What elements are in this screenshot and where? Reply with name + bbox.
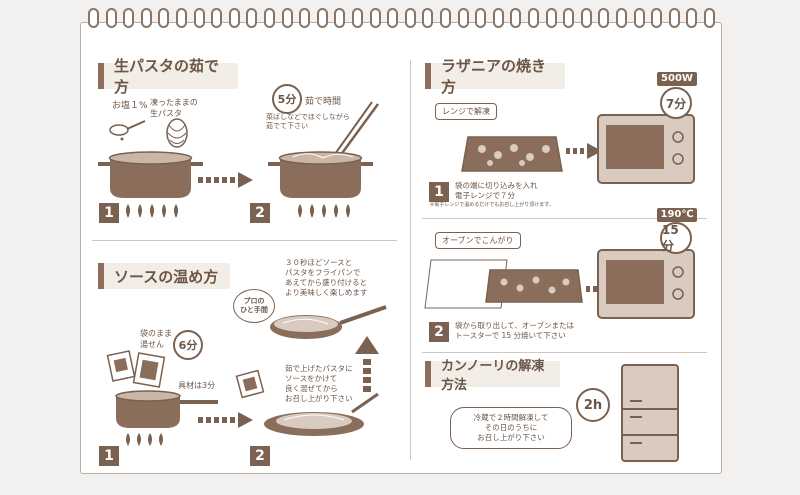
- binding-ring: [475, 8, 487, 28]
- sauce-packet-icon: [235, 369, 265, 399]
- binding-ring: [211, 8, 223, 28]
- microwave-tag: レンジで解凍: [435, 103, 497, 120]
- lasagna-tray-illustration: [461, 136, 563, 172]
- binding-ring: [528, 8, 539, 28]
- microwave-watt-badge: 500W: [657, 72, 697, 86]
- binding-ring: [140, 8, 152, 28]
- frozen-pasta-label: 凍ったままの 生パスタ: [150, 98, 198, 118]
- binding-ring: [369, 8, 381, 28]
- frying-pan-illustration: [270, 305, 387, 339]
- flame-icon: [126, 204, 178, 218]
- pasta-instruction: 菜ばしなどでほぐしながら 茹でて下さい: [266, 113, 350, 131]
- binding-ring: [704, 8, 715, 28]
- arrow-icon: [566, 143, 602, 159]
- binding-ring: [158, 8, 170, 28]
- sauce-step-1: 1: [99, 446, 119, 466]
- arrow-icon: [198, 172, 253, 188]
- lasagna-section-title: ラザニアの焼き方: [425, 57, 565, 96]
- pot-illustration: [98, 151, 203, 198]
- sauce-section-title: ソースの温め方: [98, 263, 230, 289]
- binding-ring: [193, 8, 205, 28]
- binding-ring: [316, 8, 328, 28]
- pro-tip-bubble: プロの ひと手間: [233, 289, 275, 323]
- binding-ring: [105, 8, 117, 28]
- sauce-pan-instruction: ３０秒ほどソースと パスタをフライパンで あえてから盛り付けると より美味しく楽…: [285, 258, 368, 298]
- oven-illustration: [597, 249, 695, 319]
- binding-ring: [457, 8, 469, 28]
- boiling-pot-illustration: [268, 151, 373, 198]
- cannoli-instruction: 冷蔵で２時間解凍して その日のうちに お召し上がり下さい: [473, 412, 549, 443]
- bag-bath-label: 袋のまま 湯せん: [140, 329, 172, 350]
- binding-ring: [598, 8, 610, 28]
- pasta-timer-clock: 5分: [272, 84, 302, 114]
- binding-ring: [123, 8, 135, 28]
- oven-timer-clock: 15分: [660, 222, 692, 254]
- chopsticks-icon: [334, 101, 380, 157]
- binding-ring: [580, 8, 592, 28]
- pro-tip-label: プロの ひと手間: [240, 296, 268, 314]
- binding-ring: [352, 8, 363, 28]
- sauce-step-2: 2: [250, 446, 270, 466]
- arrow-icon: [198, 412, 253, 428]
- lasagna-step-1: 1: [429, 182, 449, 202]
- binding-ring: [422, 8, 434, 28]
- lasagna-step-2: 2: [429, 322, 449, 342]
- saucepan-illustration: [115, 390, 218, 428]
- plated-pasta-illustration: [264, 392, 379, 436]
- lasagna-baking-illustration: [485, 269, 583, 303]
- pasta-step-1: 1: [99, 203, 119, 223]
- binding-ring: [264, 8, 275, 28]
- binding-ring: [686, 8, 698, 28]
- lasagna-note: ※電子レンジで温めるだけでもお召し上がり頂けます。: [430, 202, 554, 208]
- binding-ring: [387, 8, 399, 28]
- up-arrow-icon: [355, 336, 379, 392]
- binding-ring: [633, 8, 645, 28]
- binding-ring: [246, 8, 258, 28]
- flame-icon: [126, 433, 163, 446]
- microwave-timer-clock: 7分: [660, 87, 692, 119]
- binding-ring: [563, 8, 575, 28]
- topping-label: 具材は3分: [178, 381, 216, 390]
- binding-ring: [651, 8, 663, 28]
- binding-ring: [334, 8, 346, 28]
- right-lower-divider: [422, 352, 707, 353]
- binding-ring: [440, 8, 451, 28]
- sauce-timer-clock: 6分: [173, 330, 203, 360]
- oven-temp-badge: 190℃: [657, 208, 697, 222]
- binding-ring: [616, 8, 627, 28]
- spoon-and-pasta-illustration: [109, 118, 188, 148]
- vertical-divider: [410, 60, 411, 460]
- binding-ring: [545, 8, 557, 28]
- right-horizontal-divider: [422, 218, 707, 219]
- cannoli-timer-clock: 2h: [576, 388, 610, 422]
- cannoli-section-title: カンノーリの解凍方法: [425, 359, 560, 393]
- pasta-timer-label: 茹で時間: [305, 97, 342, 107]
- notebook-page: [80, 22, 722, 474]
- left-horizontal-divider: [92, 240, 397, 241]
- binding-ring: [228, 8, 240, 28]
- binding-ring: [281, 8, 293, 28]
- binding-ring: [510, 8, 522, 28]
- salt-label: お塩１%: [112, 101, 148, 111]
- sauce-packets-illustration: [106, 350, 166, 388]
- pasta-step-2: 2: [250, 203, 270, 223]
- pasta-section-title: 生パスタの茹で方: [98, 57, 238, 96]
- lasagna-step2-text: 袋から取り出して、オーブンまたは トースターで 15 分焼いて下さい: [455, 321, 574, 341]
- lasagna-step1-text: 袋の端に切り込みを入れ 電子レンジで７分: [455, 181, 538, 201]
- oven-tag: オーブンでこんがり: [435, 232, 521, 249]
- microwave-illustration: [597, 114, 695, 184]
- binding-ring: [404, 8, 416, 28]
- binding-ring: [88, 8, 99, 28]
- cannoli-speech-bubble: 冷蔵で２時間解凍して その日のうちに お召し上がり下さい: [450, 407, 572, 449]
- plate-instruction: 茹で上げたパスタに ソースをかけて 良く混ぜてから お召し上がり下さい: [285, 364, 353, 404]
- binding-ring: [492, 8, 504, 28]
- binding-ring: [668, 8, 680, 28]
- binding-ring: [176, 8, 187, 28]
- refrigerator-illustration: [621, 364, 679, 462]
- flame-icon: [298, 204, 350, 218]
- binding-ring: [299, 8, 311, 28]
